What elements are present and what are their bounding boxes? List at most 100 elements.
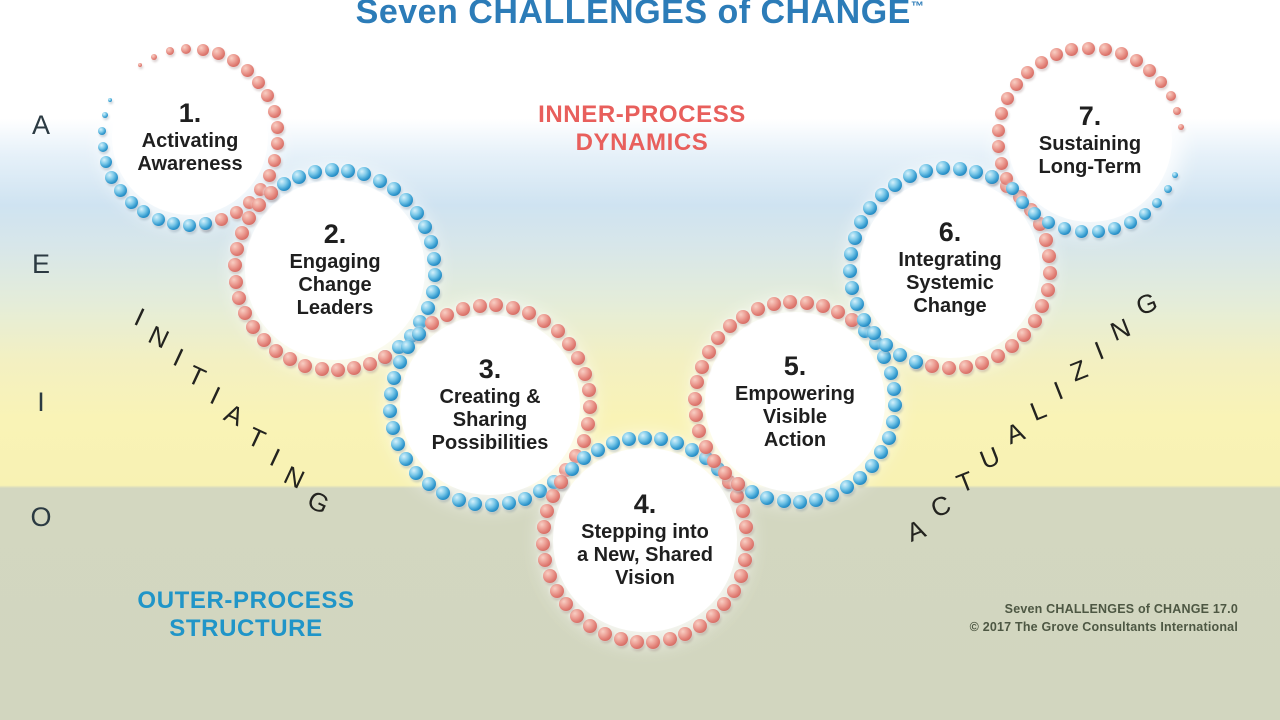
pink-bead: [583, 400, 597, 415]
blue-bead: [413, 315, 428, 330]
blue-bead: [421, 477, 436, 491]
circle-fill: [705, 312, 885, 492]
pink-bead: [1129, 54, 1143, 67]
pink-bead: [314, 362, 329, 377]
challenge-number: 1.: [178, 97, 202, 128]
blue-bead: [654, 432, 669, 447]
pink-bead: [230, 241, 245, 256]
blue-bead: [1015, 195, 1029, 209]
pink-bead: [268, 153, 282, 167]
pink-bead: [363, 356, 378, 371]
blue-bead: [167, 216, 180, 230]
pink-bead: [1027, 314, 1042, 329]
pink-bead: [1038, 232, 1053, 247]
blue-bead: [867, 326, 882, 341]
diagonal-letter: N: [279, 459, 310, 495]
blue-bead: [1091, 225, 1105, 239]
blue-bead: [1123, 216, 1137, 230]
pink-bead: [1165, 90, 1176, 101]
blue-bead: [357, 167, 372, 182]
pink-bead: [975, 355, 990, 370]
blue-bead: [843, 247, 858, 262]
blue-bead: [124, 195, 138, 209]
blue-bead: [849, 297, 864, 312]
blue-bead: [874, 445, 889, 460]
challenge-label: Empowering Visible Action: [734, 383, 855, 452]
axis-letter-i: I: [37, 387, 45, 417]
challenge-label: Integrating Systemic Change: [898, 249, 1002, 318]
title-text: Seven CHALLENGES of CHANGE: [355, 0, 911, 31]
pink-bead: [733, 568, 748, 583]
pink-bead: [707, 453, 722, 468]
challenge-number: 6.: [938, 217, 962, 248]
pink-bead: [137, 62, 142, 67]
blue-bead: [877, 350, 892, 365]
challenge-number: 2.: [323, 219, 347, 250]
blue-bead: [776, 494, 791, 509]
pink-bead: [538, 553, 552, 567]
pink-bead: [235, 226, 250, 241]
circle-fill: [112, 59, 268, 215]
blue-bead: [908, 355, 923, 369]
pink-bead: [550, 324, 565, 339]
pink-bead: [583, 619, 598, 634]
pink-bead: [425, 316, 440, 331]
pink-bead: [1082, 41, 1095, 55]
blue-bead: [386, 182, 401, 197]
blue-bead: [605, 436, 620, 451]
pink-bead: [347, 361, 362, 376]
pink-bead: [228, 258, 243, 273]
pink-bead: [570, 609, 585, 624]
pink-bead: [705, 609, 720, 624]
pink-bead: [298, 358, 313, 373]
blue-bead: [1108, 222, 1122, 236]
pink-bead: [766, 297, 781, 312]
pink-bead: [831, 304, 846, 319]
pink-bead: [536, 536, 551, 551]
blue-bead: [879, 338, 894, 353]
pink-bead: [613, 632, 628, 646]
pink-bead: [252, 198, 266, 212]
challenge-text-1: 1.Activating Awareness: [114, 61, 266, 213]
pink-bead: [1065, 43, 1079, 57]
pink-bead: [711, 331, 726, 346]
pink-bead: [269, 343, 284, 358]
pink-bead: [181, 44, 191, 55]
blue-bead: [1005, 182, 1019, 196]
pink-bead: [925, 359, 940, 374]
blue-bead: [760, 491, 775, 506]
pink-bead: [581, 383, 596, 398]
challenge-text-2: 2.Engaging Change Leaders: [247, 182, 423, 358]
blue-bead: [105, 170, 119, 184]
blue-bead: [902, 169, 917, 184]
pink-bead: [1017, 327, 1032, 342]
blue-bead: [1028, 207, 1042, 220]
blue-bead: [1074, 225, 1088, 239]
blue-bead: [809, 492, 824, 507]
pink-bead: [739, 520, 754, 535]
challenge-label: Creating & Sharing Possibilities: [431, 386, 549, 455]
pink-bead: [662, 632, 677, 646]
pink-bead: [692, 619, 707, 634]
blue-bead: [383, 404, 398, 419]
blue-bead: [843, 264, 858, 279]
blue-bead: [420, 300, 435, 315]
blue-bead: [840, 480, 854, 495]
pink-bead: [537, 314, 552, 328]
diagonal-letter: Z: [1065, 353, 1092, 388]
challenge-label: Engaging Change Leaders: [289, 251, 381, 320]
pink-bead: [678, 626, 693, 641]
challenge-number: 3.: [478, 354, 502, 385]
pink-bead: [378, 349, 392, 364]
blue-bead: [793, 494, 808, 509]
pink-bead: [729, 488, 744, 503]
blue-bead: [854, 215, 869, 229]
diagonal-letter: A: [220, 397, 249, 433]
pink-bead: [506, 300, 521, 315]
axis-letter-o: O: [30, 502, 52, 532]
blue-bead: [969, 164, 984, 179]
blue-bead: [392, 354, 407, 369]
pink-bead: [688, 391, 703, 406]
blue-bead: [182, 218, 196, 232]
